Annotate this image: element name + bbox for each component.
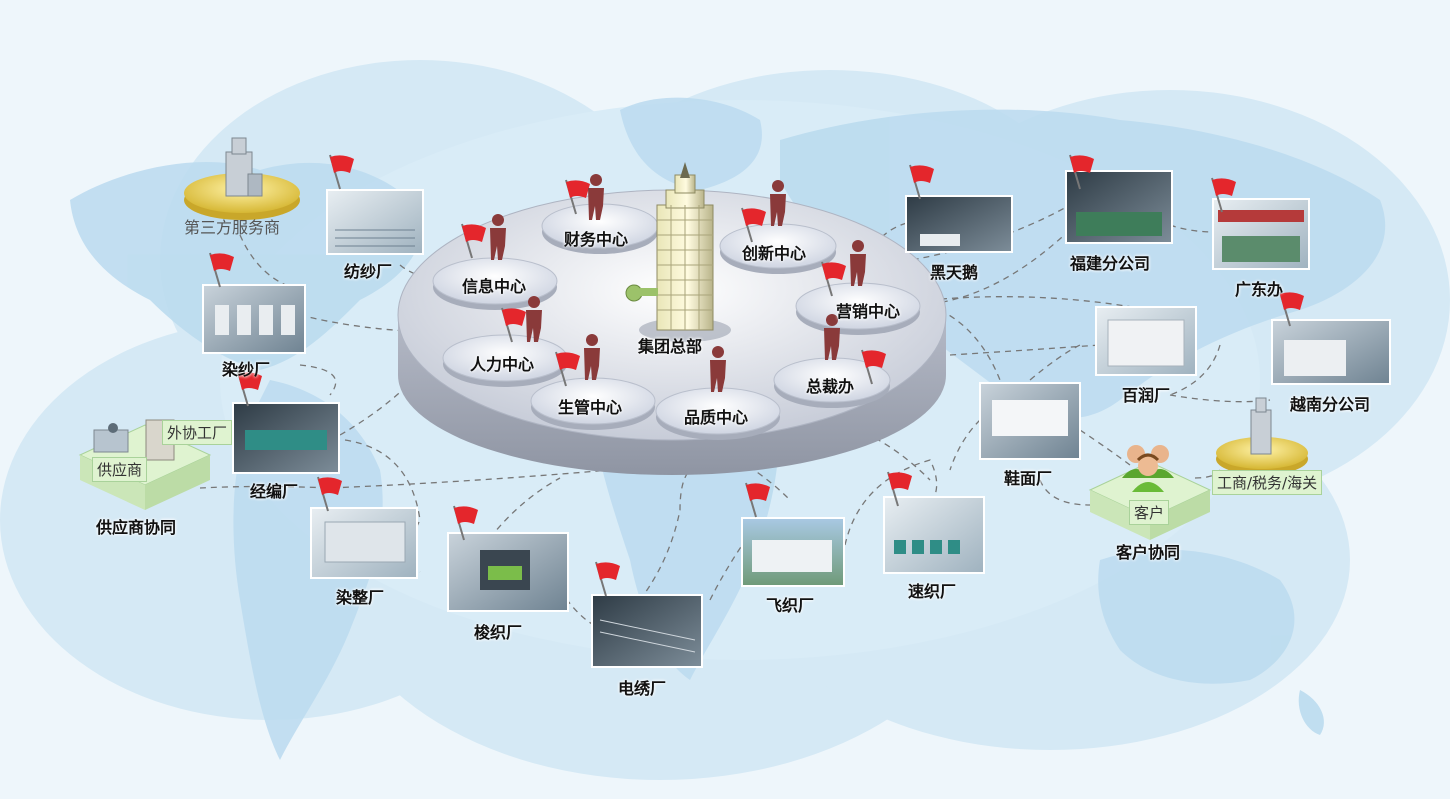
photo-fujian <box>1065 170 1173 244</box>
label-guangdong: 广东办 <box>1235 280 1284 299</box>
flag-icon <box>861 349 886 385</box>
label-dye-finish: 染整厂 <box>336 588 385 607</box>
flag-icon <box>1279 291 1304 327</box>
flag-icon <box>453 505 478 541</box>
label-spinning: 纺纱厂 <box>344 262 393 281</box>
label-fujian: 福建分公司 <box>1070 254 1151 273</box>
person-icon <box>584 334 600 380</box>
disc-innovation <box>719 223 837 274</box>
flag-icon <box>595 561 620 597</box>
tag-supplier: 供应商 <box>92 457 148 482</box>
flag-icon <box>555 351 580 387</box>
disc-quality <box>655 387 781 440</box>
flag-icon <box>821 261 846 297</box>
photo-bairun <box>1095 306 1197 376</box>
label-finance-center: 财务中心 <box>564 230 629 249</box>
flag-icon <box>745 482 770 518</box>
flag-icon <box>741 207 766 243</box>
label-warp-knit: 经编厂 <box>250 482 299 501</box>
photo-black-swan <box>905 195 1013 253</box>
person-icon <box>770 180 786 226</box>
disc-production <box>530 377 656 430</box>
label-embroidery: 电绣厂 <box>618 679 667 698</box>
label-production-center: 生管中心 <box>558 398 623 417</box>
person-icon <box>824 314 840 360</box>
label-vietnam: 越南分公司 <box>1290 395 1371 414</box>
photo-guangdong <box>1212 198 1310 270</box>
label-information-center: 信息中心 <box>462 277 527 296</box>
hq-tower-icon <box>625 162 731 342</box>
label-hq: 集团总部 <box>638 337 703 356</box>
photo-yarn-dyeing <box>202 284 306 354</box>
flag-icon <box>501 307 526 343</box>
photo-shuttle-weave <box>447 532 569 612</box>
person-icon <box>526 296 542 342</box>
label-supplier-collab: 供应商协同 <box>96 518 177 537</box>
disc-president <box>773 357 891 408</box>
flag-icon <box>1211 177 1236 213</box>
center-discs <box>432 203 921 440</box>
label-marketing-center: 营销中心 <box>836 302 901 321</box>
third-party-icon <box>184 137 300 220</box>
label-innovation-center: 创新中心 <box>742 244 807 263</box>
flag-icon <box>1069 154 1094 190</box>
person-icon <box>490 214 506 260</box>
photo-shoe-upper <box>979 382 1081 460</box>
flag-icon <box>565 179 590 215</box>
photo-warp-knit <box>232 402 340 474</box>
label-shuttle-weave: 梭织厂 <box>474 623 523 642</box>
flag-icon <box>909 164 934 200</box>
flag-icon <box>237 371 262 407</box>
flag-icon <box>317 476 342 512</box>
label-hr-center: 人力中心 <box>470 355 535 374</box>
label-customer-collab: 客户协同 <box>1116 543 1181 562</box>
photo-fly-weave <box>741 517 845 587</box>
label-fly-weave: 飞织厂 <box>766 596 815 615</box>
customer-people-icon <box>1122 445 1174 492</box>
tag-customer: 客户 <box>1129 500 1170 525</box>
label-president-office: 总裁办 <box>806 377 855 396</box>
flag-icon <box>461 223 486 259</box>
label-yarn-dyeing: 染纱厂 <box>222 360 271 379</box>
disc-hr <box>442 334 568 387</box>
photo-spinning <box>326 189 424 255</box>
label-third-party: 第三方服务商 <box>184 218 281 237</box>
label-shoe-upper: 鞋面厂 <box>1004 469 1053 488</box>
flags <box>209 154 1304 597</box>
flag-icon <box>887 471 912 507</box>
tag-gov: 工商/税务/海关 <box>1212 470 1323 495</box>
photo-quick-weave <box>883 496 985 574</box>
tag-outsource: 外协工厂 <box>162 420 233 445</box>
photo-vietnam <box>1271 319 1391 385</box>
photo-dye-finish <box>310 507 418 579</box>
photos <box>202 170 1391 668</box>
disc-finance <box>541 203 659 254</box>
flag-icon <box>209 252 234 288</box>
flag-icon <box>329 154 354 190</box>
customer-platform <box>1088 445 1212 540</box>
person-icon <box>588 174 604 220</box>
gov-icon <box>1216 397 1308 475</box>
label-black-swan: 黑天鹅 <box>930 263 979 282</box>
disc-information <box>432 257 558 310</box>
label-quality-center: 品质中心 <box>684 408 749 427</box>
photo-embroidery <box>591 594 703 668</box>
person-icon <box>710 346 726 392</box>
label-bairun: 百润厂 <box>1122 386 1171 405</box>
people <box>490 174 866 392</box>
label-quick-weave: 速织厂 <box>908 582 957 601</box>
person-icon <box>850 240 866 286</box>
